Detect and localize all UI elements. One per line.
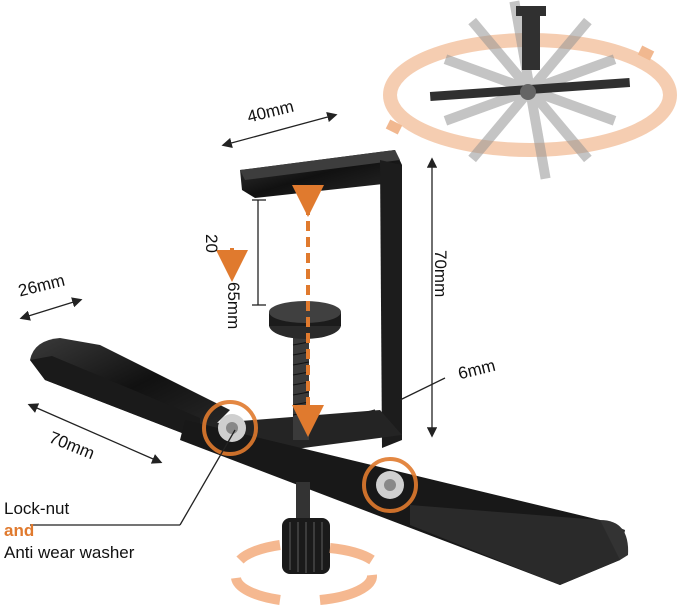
dimension-lines [19, 112, 446, 526]
clamp-min-label: 20 [202, 234, 221, 253]
caption-line-1: Lock-nut [4, 499, 70, 518]
rotation-inset [383, 0, 677, 180]
knob-rotation-arrows [231, 540, 377, 605]
caption-line-3: Anti wear washer [4, 543, 135, 562]
lock-nut-caption: Lock-nut and Anti wear washer [4, 498, 134, 564]
clamp-max-label: 65mm [224, 282, 243, 330]
caption-line-2: and [4, 521, 35, 540]
height-label: 70mm [431, 250, 450, 298]
lock-nut-left [202, 400, 258, 456]
lock-nut-right [362, 457, 418, 513]
